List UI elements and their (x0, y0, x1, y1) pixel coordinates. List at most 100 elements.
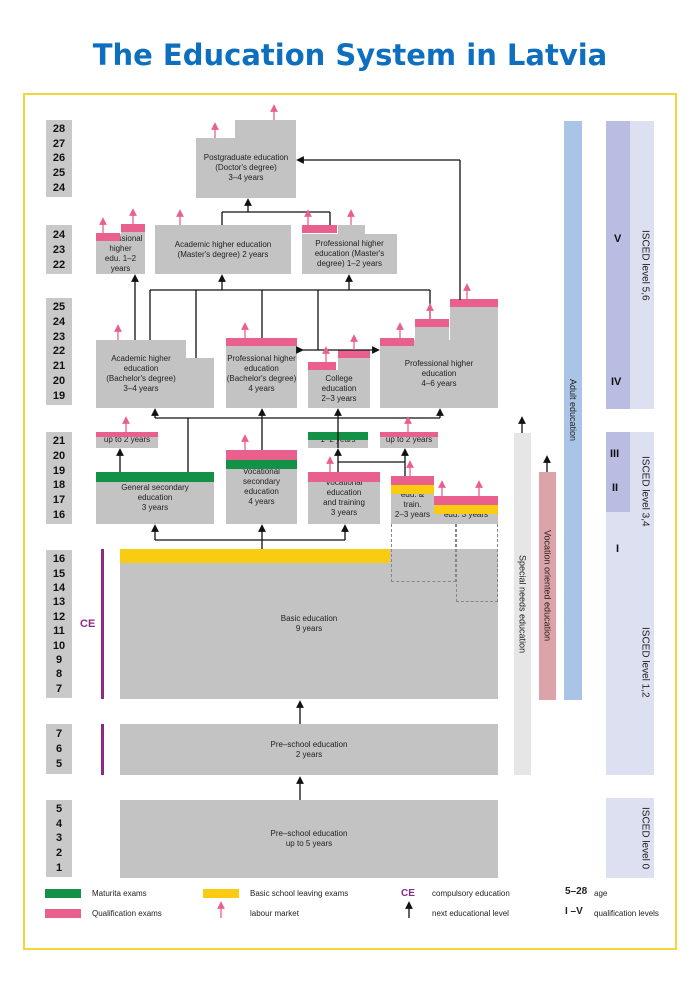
qual-exam-ph46-c (450, 299, 498, 307)
basic-education-box: Basic education 9 years (120, 549, 498, 699)
prof-higher-46-box: Professional higher education 4–6 years (380, 340, 498, 408)
age-label: 14 (52, 581, 66, 594)
acad-bachelor-step (186, 358, 214, 408)
isced-12-label-wrap: ISCED level 1,2 (636, 550, 654, 775)
page-title: The Education System in Latvia (92, 38, 608, 72)
qual-exam-upto2-a (96, 432, 158, 437)
age-label: 27 (52, 137, 66, 150)
isced-56-inner (606, 121, 630, 409)
adult-education-band: Adult education (564, 121, 582, 700)
qual-exam-college-b (338, 350, 370, 358)
age-label: 25 (52, 167, 66, 180)
ce-bar-preschool (101, 724, 104, 775)
basic-school-exam-bar (120, 549, 390, 563)
age-label: 9 (55, 653, 63, 666)
qual-exam-prof-12-b (121, 224, 145, 232)
age-label: 8 (55, 668, 63, 681)
age-label: 4 (55, 817, 63, 830)
prof-bachelor-box: Professional higher education (Bachelor'… (226, 340, 297, 408)
preschool-5-box: Pre–school education up to 5 years (120, 800, 498, 878)
qual-level-iii: III (610, 448, 620, 460)
age-label: 21 (52, 435, 66, 448)
acad-master-box: Academic higher education (Master's degr… (155, 225, 291, 274)
maturita-exam-voc-secondary (226, 460, 297, 469)
age-label: 18 (52, 479, 66, 492)
legend-maturita-label: Maturita exams (92, 889, 147, 898)
qual-exam-prof-12-a (96, 233, 120, 241)
special-needs-band: Special needs education (514, 433, 531, 775)
legend-age-label: age (594, 889, 608, 898)
age-block-master: 24 23 22 (46, 225, 72, 274)
voc-dashed-a (391, 524, 456, 582)
legend-labour-label: labour market (250, 909, 299, 918)
voc-dashed-b (456, 524, 498, 602)
qual-level-v: V (614, 233, 622, 245)
legend-qual-symbol: I –V (565, 906, 583, 917)
isced-0-band (606, 798, 654, 878)
vocation-oriented-band: Vocation oriented education (539, 472, 556, 700)
qual-exam-ph46-a (380, 338, 414, 346)
ce-bar-basic (101, 549, 104, 699)
legend-ce-symbol: CE (401, 888, 415, 899)
acad-bachelor-box: Academic higher education (Bachelor's de… (96, 340, 186, 408)
legend-basic-swatch (203, 889, 239, 898)
legend-qual-label: qualification levels (594, 909, 659, 918)
age-label: 16 (52, 553, 66, 566)
age-label: 28 (52, 123, 66, 136)
age-label: 22 (52, 258, 66, 271)
postgrad-step (235, 120, 296, 140)
isced-56-label: ISCED level 5,6 (639, 229, 651, 301)
age-label: 7 (55, 682, 63, 695)
age-label: 16 (52, 508, 66, 521)
legend-qualification-swatch (45, 909, 81, 918)
age-label: 15 (52, 567, 66, 580)
isced-34-inner (606, 432, 630, 512)
age-label: 24 (52, 228, 66, 241)
qual-level-iv: IV (611, 376, 622, 388)
age-label: 5 (55, 803, 63, 816)
legend-age-symbol: 5–28 (565, 886, 588, 897)
legend-basic-label: Basic school leaving exams (250, 889, 349, 898)
preschool-2-box: Pre–school education 2 years (120, 724, 498, 775)
isced-34-label-wrap: ISCED level 3,4 (636, 432, 654, 550)
basic-exam-voc-basic (434, 505, 498, 514)
age-label: 26 (52, 152, 66, 165)
legend-maturita-swatch (45, 889, 81, 898)
qual-level-ii: II (612, 482, 619, 494)
qual-exam-ph46-b (415, 319, 449, 327)
postgrad-box: Postgraduate education (Doctor's degree)… (196, 138, 296, 198)
age-label: 3 (55, 832, 63, 845)
age-label: 22 (52, 345, 66, 358)
vocation-oriented-label: Vocation oriented education (542, 530, 553, 642)
age-label: 21 (52, 360, 66, 373)
age-label: 11 (53, 625, 65, 638)
isced-0-label-wrap: ISCED level 0 (636, 798, 654, 878)
age-label: 23 (52, 243, 66, 256)
isced-12-band (606, 550, 654, 775)
age-label: 24 (52, 316, 66, 329)
age-label: 13 (52, 596, 66, 609)
qual-exam-voc-edu-train (391, 476, 434, 485)
age-label: 17 (52, 493, 66, 506)
qual-exam-voc-basic (434, 496, 498, 505)
isced-0-label: ISCED level 0 (639, 806, 651, 870)
age-label: 19 (52, 389, 66, 402)
legend-ce-label: compulsory education (432, 889, 510, 898)
maturita-exam-general (96, 472, 214, 482)
age-label: 10 (52, 639, 66, 652)
special-needs-label: Special needs education (517, 554, 528, 654)
adult-education-label: Adult education (568, 379, 578, 442)
qual-level-i: I (616, 543, 620, 555)
age-label: 7 (55, 727, 63, 740)
prof-master-step (338, 225, 365, 235)
isced-34-label: ISCED level 3,4 (639, 455, 651, 527)
qual-exam-prof-bachelor (226, 338, 297, 346)
age-label: 20 (52, 374, 66, 387)
